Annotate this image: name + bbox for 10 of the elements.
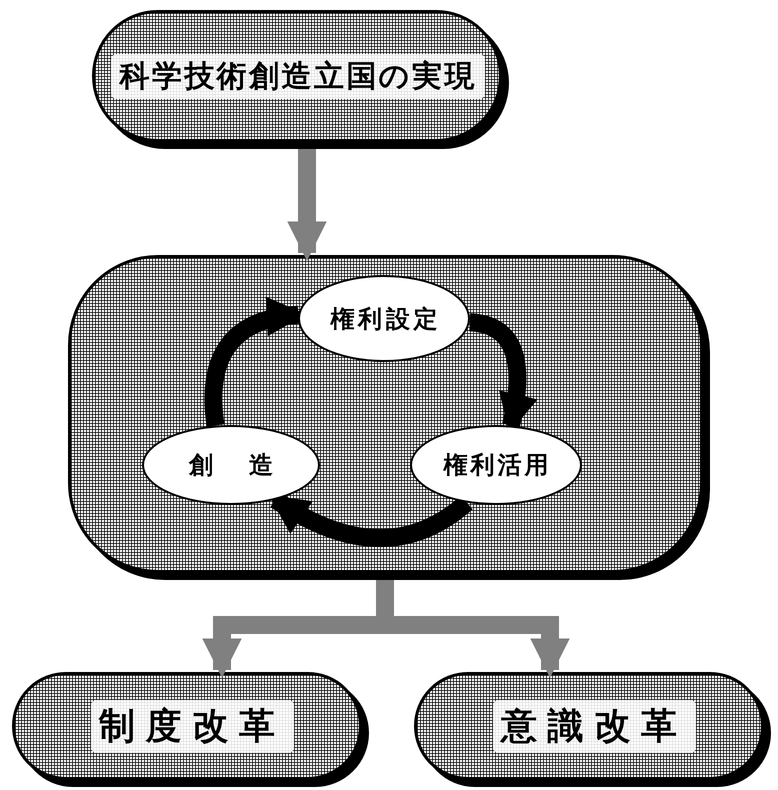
node-label: 権利活用 [444,450,552,481]
node-label: 制度改革 [90,700,294,752]
arrow [287,149,327,261]
node-label: 創造 [189,450,309,481]
node-label: 権利設定 [330,304,441,334]
node-label: 科学技術創造立国の実現 [111,54,485,98]
stage-ellipse [142,425,320,505]
stage-ellipse [410,425,582,505]
node-label: 意識改革 [492,700,696,752]
stage-ellipse [298,275,470,362]
